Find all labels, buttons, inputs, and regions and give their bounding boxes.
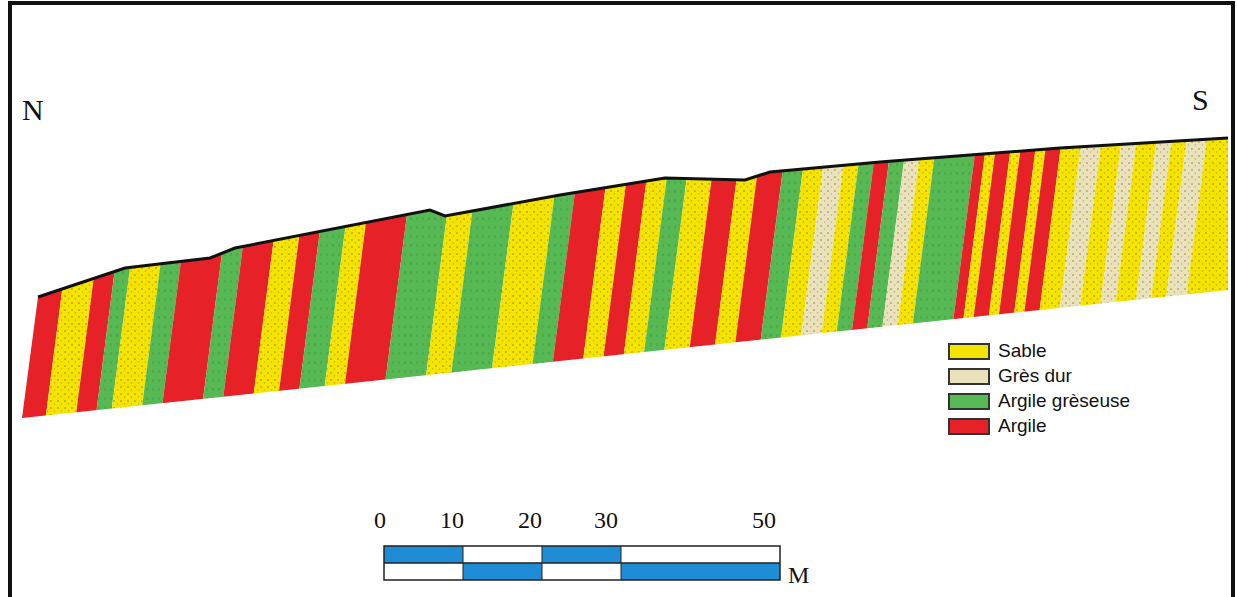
scale-number: 10 bbox=[440, 508, 464, 532]
scale-number: 50 bbox=[752, 508, 776, 532]
scale-number: 0 bbox=[374, 508, 386, 532]
legend-swatch bbox=[948, 418, 990, 435]
legend-text: Argile bbox=[998, 416, 1047, 435]
legend-swatch bbox=[948, 343, 990, 360]
legend-text: Sable bbox=[998, 341, 1047, 360]
scale-unit: M bbox=[788, 563, 809, 587]
ground-surface bbox=[38, 138, 1228, 297]
legend-text: Grès dur bbox=[998, 366, 1072, 385]
direction-label: S bbox=[1192, 85, 1209, 115]
legend-swatch bbox=[948, 393, 990, 410]
frame bbox=[10, 3, 1233, 597]
scale-bar bbox=[384, 546, 780, 580]
legend-swatch bbox=[948, 368, 990, 385]
strata-bands bbox=[0, 90, 1237, 450]
scale-number: 30 bbox=[594, 508, 618, 532]
scale-number: 20 bbox=[518, 508, 542, 532]
direction-label: N bbox=[22, 95, 44, 125]
legend-text: Argile grèseuse bbox=[998, 391, 1130, 410]
